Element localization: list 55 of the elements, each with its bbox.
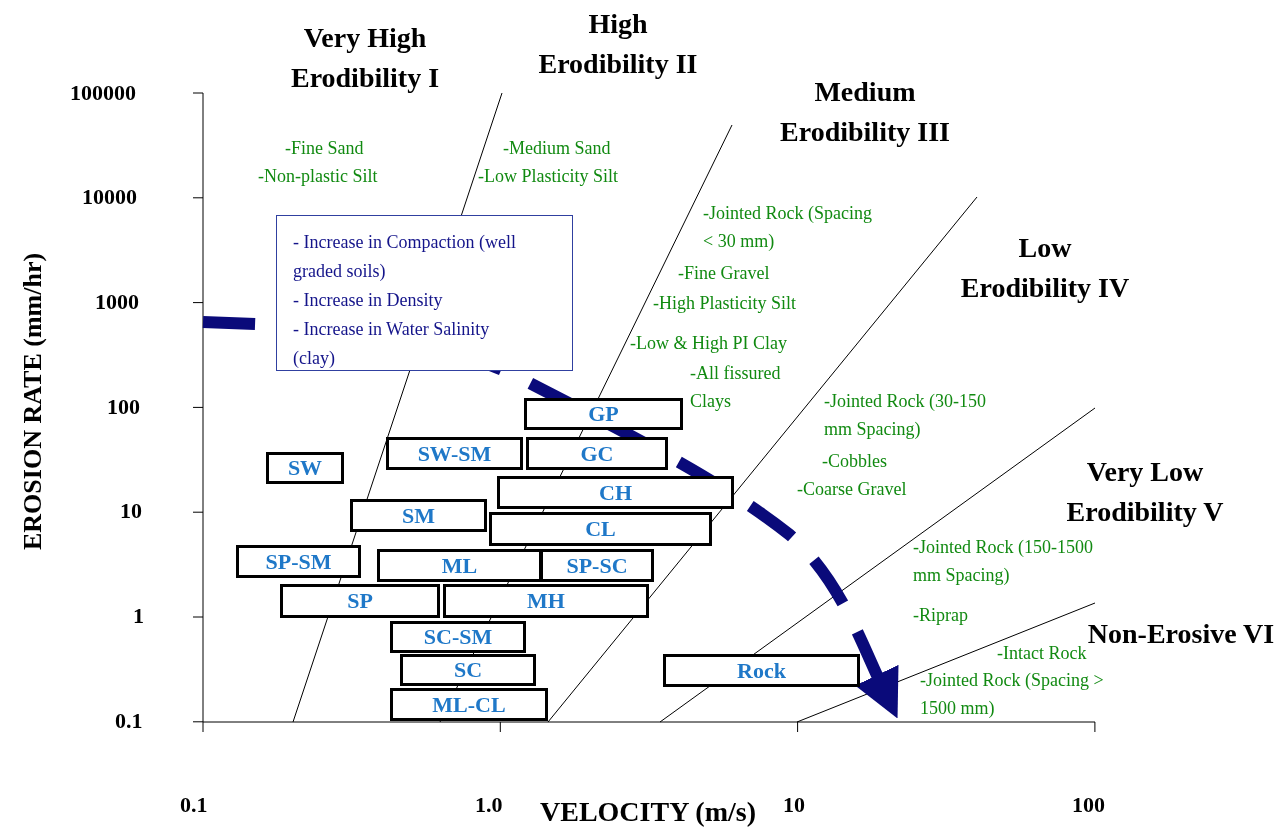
soil-type-box: SW [266, 452, 344, 484]
soil-type-box: CH [497, 476, 734, 509]
zone-heading: Very Low Erodibility V [1065, 455, 1225, 529]
material-note: -Jointed Rock (Spacing > 1500 mm) [920, 669, 1105, 720]
tick-label: 0.1 [115, 708, 143, 734]
soil-type-box: ML [377, 549, 542, 582]
material-note: -Fine Sand [285, 137, 364, 160]
soil-type-box: SP [280, 584, 440, 618]
zone-heading: Low Erodibility IV [960, 231, 1130, 305]
soil-type-box: SP-SM [236, 545, 361, 578]
material-note: -Low Plasticity Silt [478, 165, 618, 188]
note-text: - Increase in Water Salinity (clay) [293, 318, 491, 370]
tick-label: 100 [1072, 792, 1105, 818]
soil-type-box: GP [524, 398, 683, 430]
material-note: -Intact Rock [997, 642, 1087, 665]
material-note: -Riprap [913, 604, 968, 627]
soil-type-box: SM [350, 499, 487, 532]
soil-type-box: GC [526, 437, 668, 470]
material-note: -Jointed Rock (150-1500 mm Spacing) [913, 536, 1094, 587]
axis-title: VELOCITY (m/s) [540, 796, 756, 828]
material-note: -Low & High PI Clay [630, 332, 787, 355]
tick-label: 10000 [82, 184, 137, 210]
material-note: -Coarse Gravel [797, 478, 907, 501]
material-note: -Fine Gravel [678, 262, 770, 285]
tick-label: 1.0 [475, 792, 503, 818]
soil-type-box: Rock [663, 654, 860, 687]
soil-type-box: CL [489, 512, 712, 546]
material-note: -Jointed Rock (30-150 mm Spacing) [824, 390, 987, 441]
soil-type-box: SC-SM [390, 621, 526, 653]
soil-type-box: MH [443, 584, 649, 618]
material-note: -Medium Sand [503, 137, 611, 160]
zone-heading: Non-Erosive VI [1087, 617, 1275, 651]
material-note: -All fissured Clays [690, 362, 782, 413]
soil-type-box: SW-SM [386, 437, 523, 470]
soil-type-box: SP-SC [540, 549, 654, 582]
zone-heading: Very High Erodibility I [289, 21, 441, 95]
note-text: - Increase in Density [293, 289, 444, 312]
tick-label: 0.1 [180, 792, 208, 818]
material-note: -Cobbles [822, 450, 887, 473]
tick-label: 1 [133, 603, 144, 629]
tick-label: 10 [120, 498, 142, 524]
note-box [276, 215, 573, 371]
zone-heading: High Erodibility II [538, 7, 698, 81]
soil-type-box: ML-CL [390, 688, 548, 721]
axis-title: EROSION RATE (mm/hr) [18, 252, 48, 550]
zone-heading: Medium Erodibility III [780, 75, 950, 149]
material-note: -High Plasticity Silt [653, 292, 796, 315]
tick-label: 100000 [70, 80, 136, 106]
tick-label: 10 [783, 792, 805, 818]
tick-label: 100 [107, 394, 140, 420]
note-text: - Increase in Compaction (well graded soils) [293, 231, 517, 283]
tick-label: 1000 [95, 289, 139, 315]
soil-type-box: SC [400, 654, 536, 686]
material-note: -Jointed Rock (Spacing < 30 mm) [703, 202, 873, 253]
material-note: -Non-plastic Silt [258, 165, 378, 188]
